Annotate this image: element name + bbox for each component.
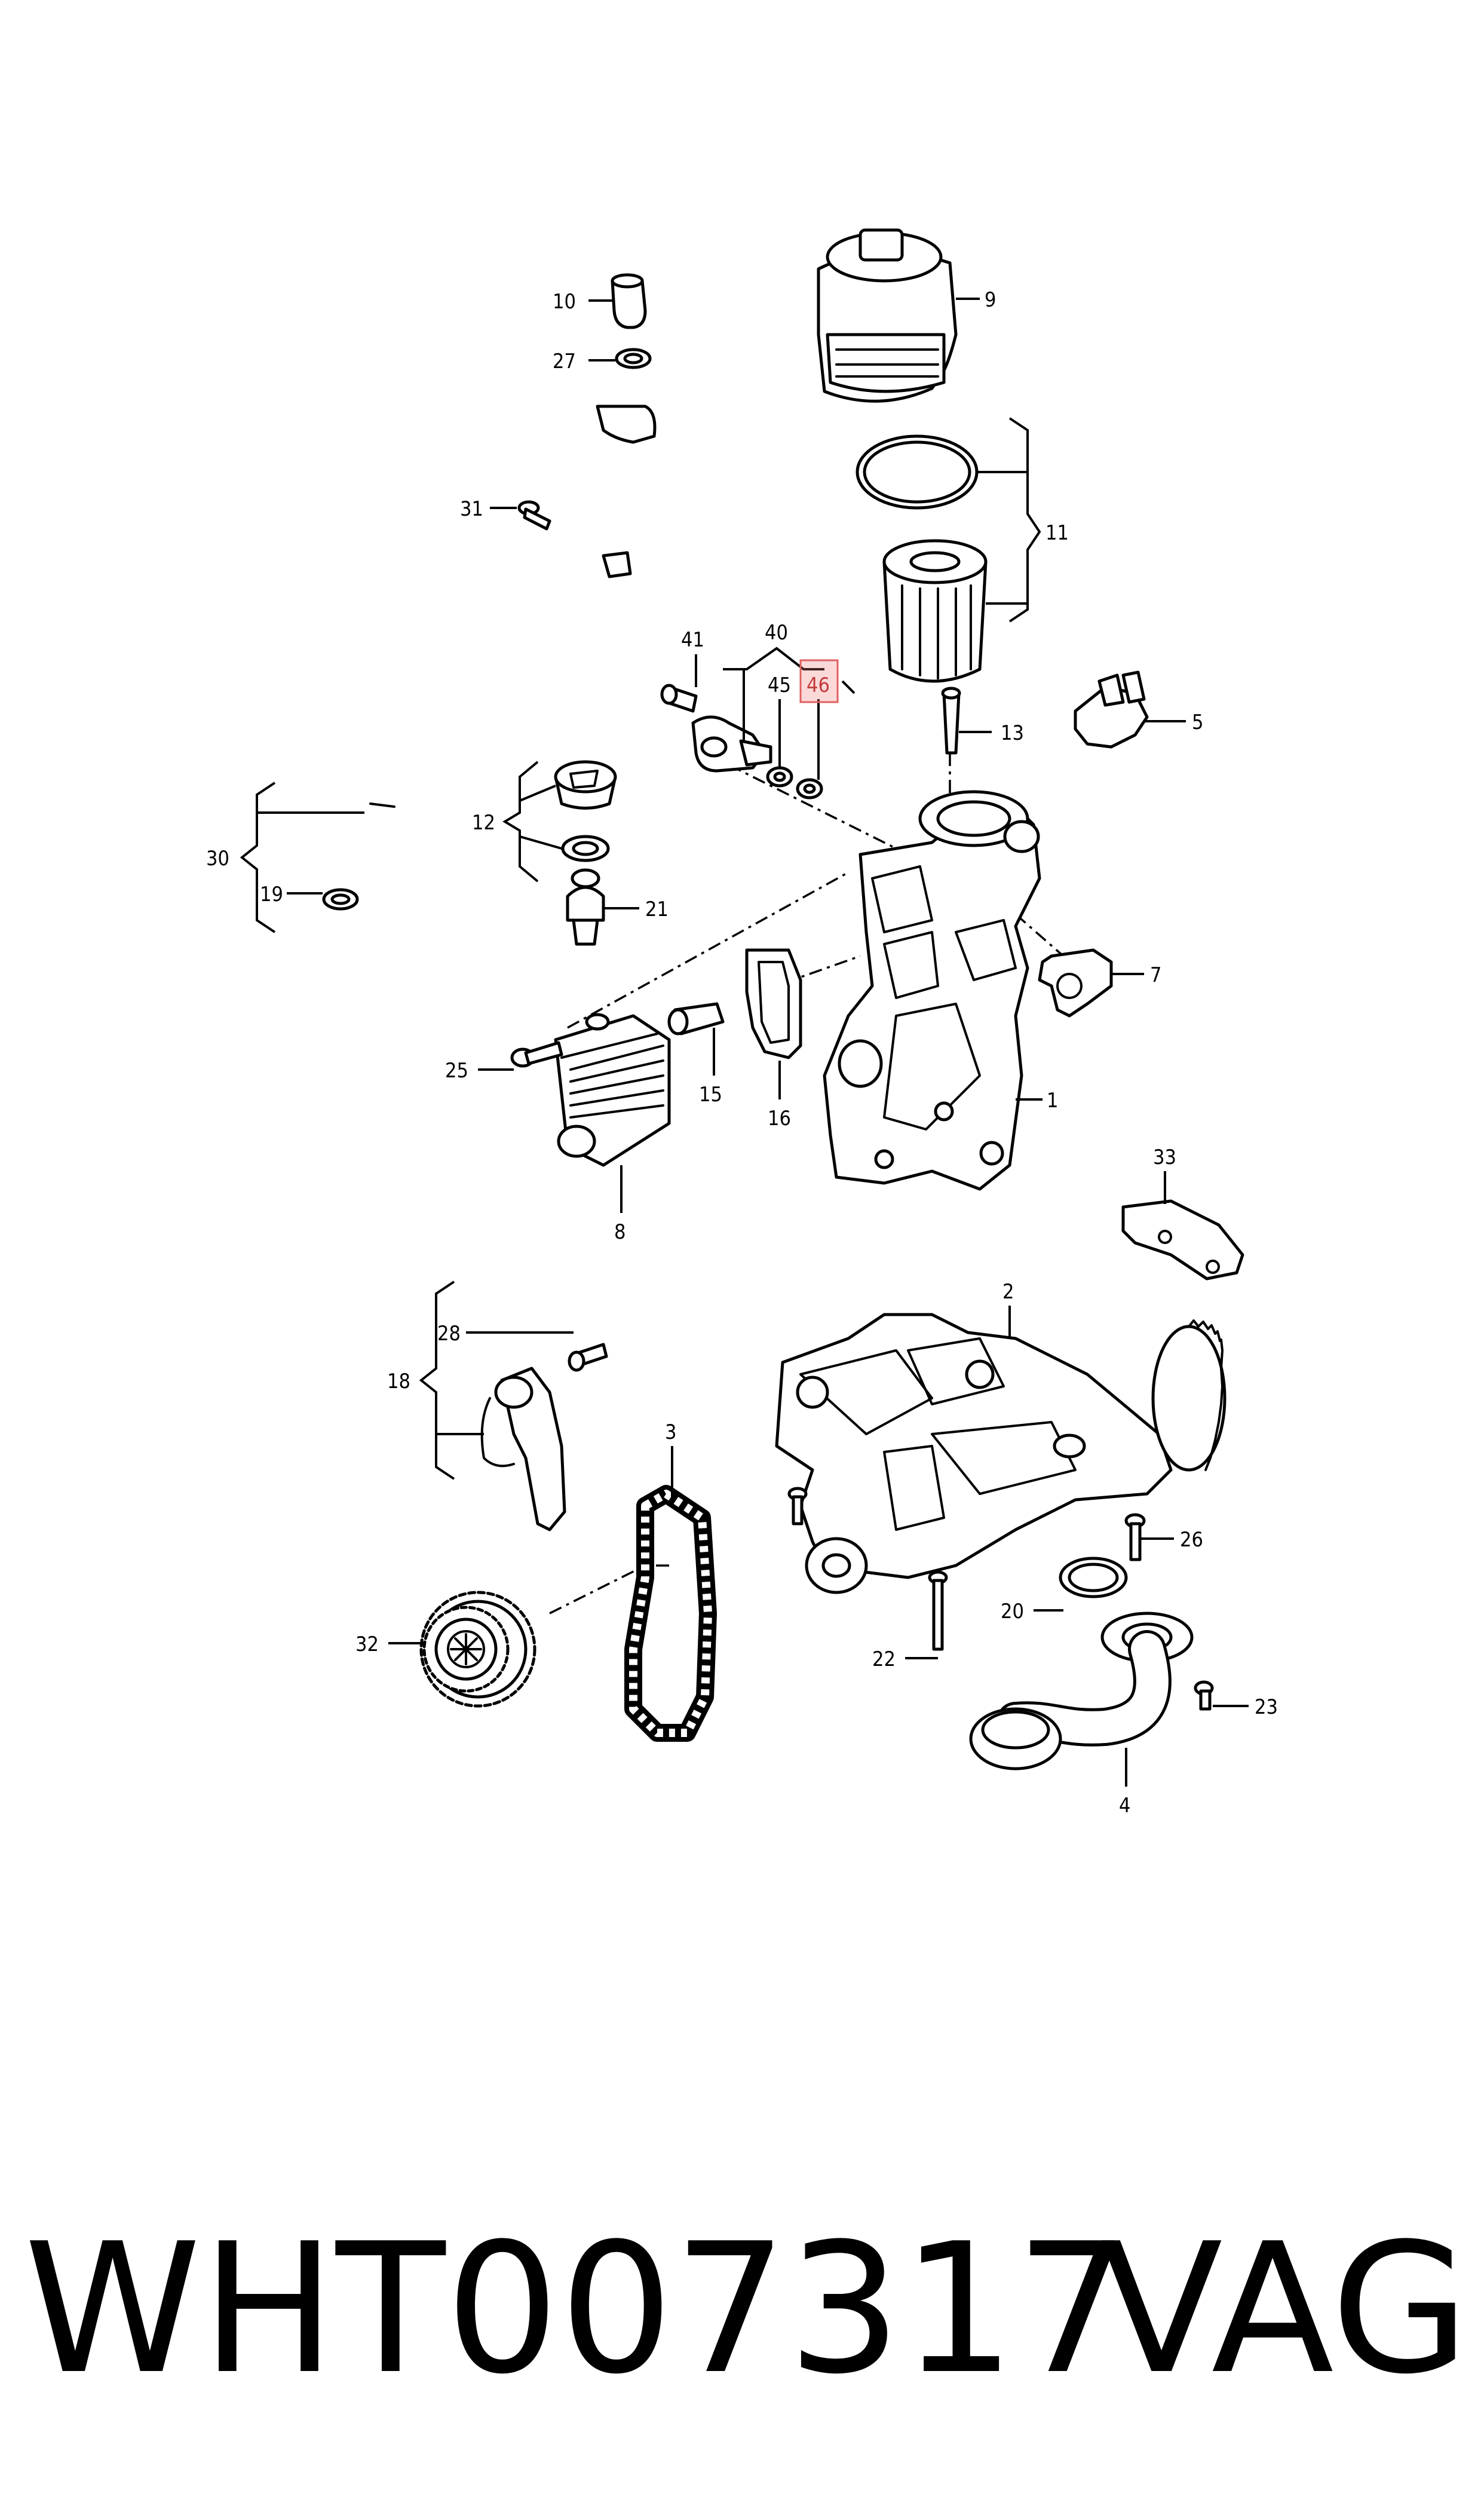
part-8-oil-cooler bbox=[554, 1013, 671, 1167]
callout-31: 31 bbox=[460, 497, 483, 521]
part-33-bracket bbox=[1121, 1199, 1244, 1281]
callout-18: 18 bbox=[387, 1370, 410, 1393]
part-7-gasket bbox=[1038, 948, 1113, 1018]
brand-text: VAG bbox=[1100, 2205, 1470, 2413]
callout-46: 46 bbox=[807, 673, 830, 697]
part-12-seal bbox=[561, 835, 610, 862]
part-5-clip bbox=[1074, 670, 1149, 749]
part-18-tensioner bbox=[480, 1367, 566, 1531]
part-10-dipstick-handle bbox=[611, 273, 647, 329]
callout-16: 16 bbox=[768, 1107, 791, 1131]
part-32-sprocket bbox=[419, 1591, 536, 1708]
callout-27: 27 bbox=[553, 350, 576, 373]
callout-12: 12 bbox=[472, 811, 495, 835]
part-number-text: WHT007317 bbox=[24, 2205, 1130, 2413]
part-22-bolt bbox=[928, 1570, 948, 1651]
part-46-seal bbox=[796, 778, 823, 799]
part-26-bolt bbox=[1124, 1513, 1146, 1561]
callout-46-highlight bbox=[799, 659, 839, 703]
callout-15: 15 bbox=[699, 1083, 722, 1107]
callout-40: 40 bbox=[765, 621, 788, 645]
callout-2: 2 bbox=[1002, 1280, 1014, 1304]
part-12-switch bbox=[554, 760, 617, 810]
callout-5: 5 bbox=[1192, 710, 1203, 734]
callout-33: 33 bbox=[1153, 1145, 1176, 1169]
callout-21: 21 bbox=[645, 897, 669, 921]
leader-lines bbox=[240, 298, 1249, 1787]
part-11-filter-element bbox=[856, 434, 988, 683]
callout-32: 32 bbox=[355, 1632, 379, 1656]
part-4-pickup-pipe bbox=[969, 1612, 1194, 1770]
callout-20: 20 bbox=[1001, 1600, 1024, 1623]
callout-10: 10 bbox=[553, 290, 576, 314]
part-23-bolt bbox=[1194, 1680, 1214, 1711]
part-19-o-ring bbox=[322, 888, 359, 911]
part-25-bolt bbox=[510, 1041, 563, 1068]
part-13-sender bbox=[941, 687, 961, 755]
callout-28: 28 bbox=[437, 1322, 461, 1346]
part-28-bolt bbox=[568, 1343, 608, 1372]
part-3-chain bbox=[624, 1485, 717, 1742]
callout-labels: 10 27 31 9 11 13 5 40 41 45 46 12 21 30 … bbox=[206, 288, 1278, 1818]
part-9-filter-cap bbox=[817, 228, 958, 403]
callout-4: 4 bbox=[1119, 1794, 1130, 1818]
part-21-plug bbox=[566, 868, 605, 946]
callout-45: 45 bbox=[768, 673, 791, 697]
part-15-pipe-stub bbox=[667, 1002, 725, 1036]
callout-26: 26 bbox=[1180, 1528, 1203, 1552]
part-2-bolt bbox=[787, 1487, 808, 1525]
part-30-dipstick-tube bbox=[358, 405, 657, 866]
part-20-gasket bbox=[1059, 1557, 1128, 1598]
callout-22: 22 bbox=[872, 1647, 896, 1671]
part-16-gasket bbox=[745, 948, 802, 1059]
callout-11: 11 bbox=[1045, 521, 1069, 545]
callout-23: 23 bbox=[1255, 1695, 1278, 1719]
part-1-filter-bracket bbox=[823, 790, 1041, 1191]
part-45-seal bbox=[766, 766, 793, 788]
part-27-seal-ring bbox=[615, 348, 652, 369]
callout-25: 25 bbox=[445, 1059, 468, 1083]
callout-19: 19 bbox=[260, 883, 283, 906]
callout-41: 41 bbox=[681, 628, 704, 652]
callout-8: 8 bbox=[614, 1220, 626, 1244]
part-40-valve bbox=[691, 715, 772, 773]
part-2-oil-pump bbox=[775, 1313, 1227, 1594]
callout-13: 13 bbox=[1001, 721, 1024, 745]
callout-3: 3 bbox=[665, 1420, 676, 1444]
callout-30: 30 bbox=[206, 847, 229, 871]
callout-1: 1 bbox=[1047, 1089, 1058, 1113]
part-41-screw bbox=[660, 684, 698, 713]
callout-9: 9 bbox=[985, 288, 996, 312]
part-31-screw bbox=[517, 500, 551, 531]
callout-7: 7 bbox=[1150, 963, 1161, 987]
